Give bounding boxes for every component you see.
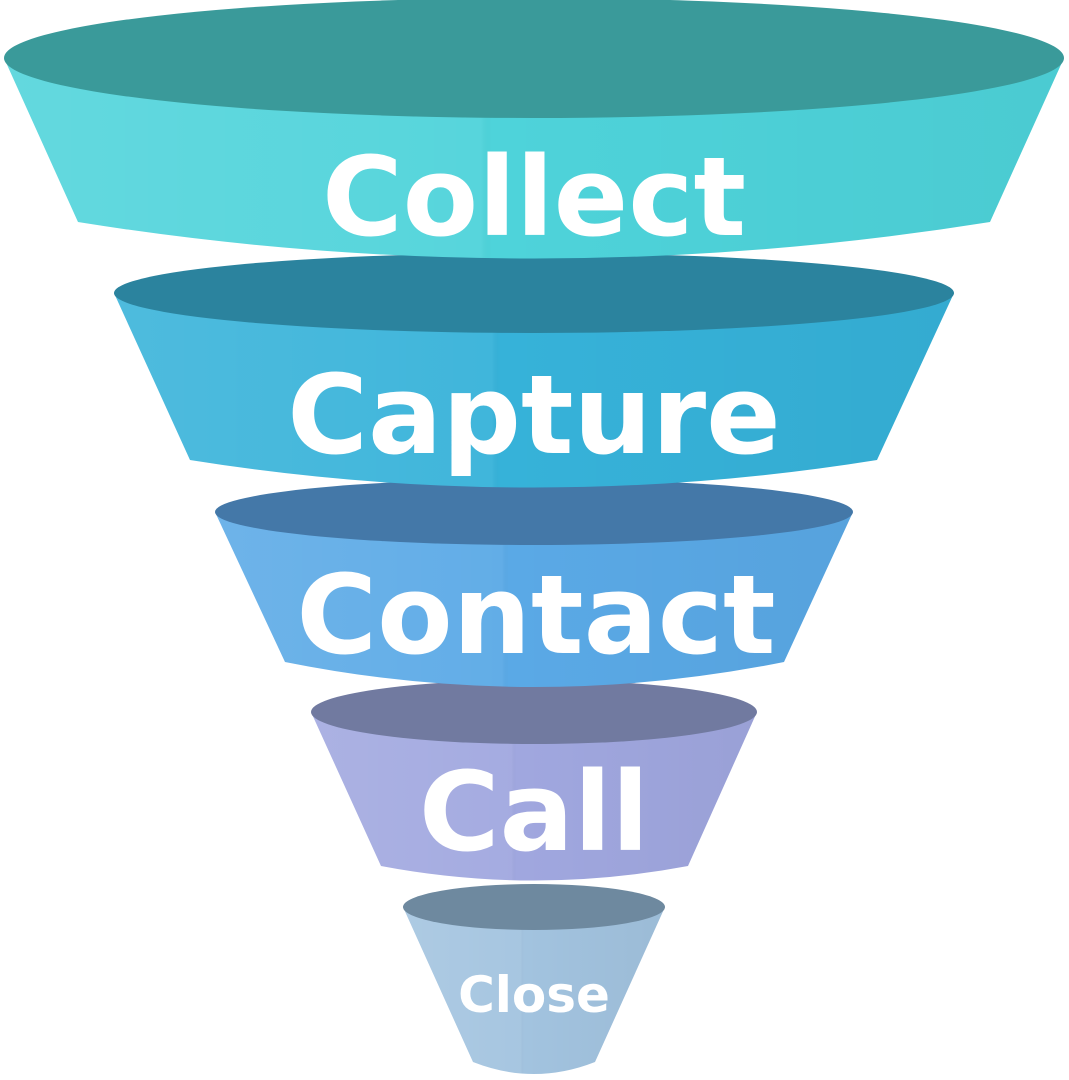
stage-body-sheen [311,712,757,881]
stage-body-sheen [215,512,853,687]
stage-label-call: Call [419,748,649,876]
stage-rim [114,253,954,333]
funnel-stage-close: Close [403,884,665,1074]
funnel-stage-contact: Contact [215,479,853,687]
stage-label-close: Close [458,966,610,1024]
stage-rim [215,479,853,545]
stage-label-collect: Collect [322,133,746,261]
stage-rim [403,884,665,930]
stage-body-sheen [403,907,665,1074]
stage-rim [311,680,757,744]
stage-rim [4,0,1064,118]
stage-label-contact: Contact [296,551,775,679]
stage-label-capture: Capture [287,351,780,479]
funnel-stage-call: Call [311,680,757,881]
stage-body-sheen [114,293,954,488]
funnel-stage-collect: Collect [4,0,1064,261]
funnel-stage-capture: Capture [114,253,954,488]
